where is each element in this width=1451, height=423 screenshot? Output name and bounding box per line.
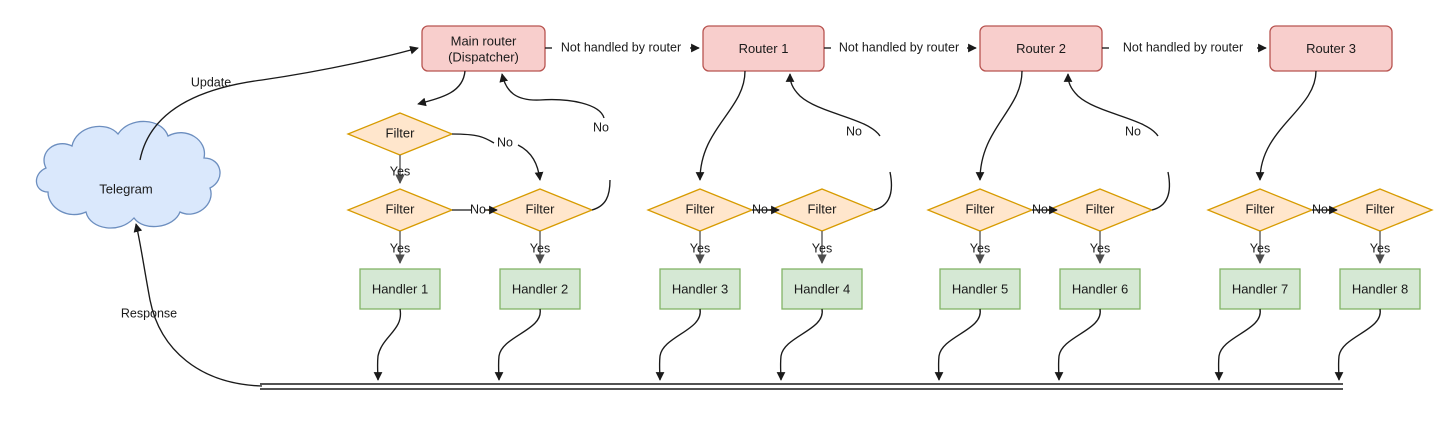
handler-8-box — [1339, 268, 1421, 310]
edge-label-yes-4: Yes — [690, 241, 710, 255]
handler-7-node[interactable]: Handler 7 — [1219, 268, 1301, 310]
edge-label-not-handled-3: Not handled by router — [1123, 40, 1243, 54]
filter-3-label: Filter — [526, 201, 556, 216]
edge-filter-3-no-b — [499, 73, 605, 119]
handler-4-node[interactable]: Handler 4 — [781, 268, 863, 310]
filter-8-label: Filter — [1246, 201, 1276, 216]
edge-handler-1-to-bus — [373, 308, 402, 381]
handler-8-node[interactable]: Handler 8 — [1339, 268, 1421, 310]
handler-6-node[interactable]: Handler 6 — [1059, 268, 1141, 310]
handler-1-node[interactable]: Handler 1 — [359, 268, 441, 310]
handler-1-box — [359, 268, 441, 310]
edge-filter-7-no-a — [1151, 171, 1171, 211]
router-3-label: Router 3 — [1306, 41, 1356, 56]
edge-label-response: Response — [121, 306, 177, 320]
handler-3-node[interactable]: Handler 3 — [659, 268, 741, 310]
filter-5-label: Filter — [808, 201, 838, 216]
edge-router-2-to-filter-6 — [975, 70, 1023, 181]
edge-router-1-to-filter-4 — [695, 70, 746, 181]
filter-4-label: Filter — [686, 201, 716, 216]
edge-handler-2-to-bus — [494, 308, 541, 381]
handler-6-box — [1059, 268, 1141, 310]
response-bus — [260, 383, 1343, 390]
filter-5-node[interactable]: Filter — [768, 188, 876, 232]
edge-handler-5-to-bus — [934, 308, 981, 381]
edge-label-yes-3: Yes — [530, 241, 550, 255]
filter-1-node[interactable]: Filter — [346, 112, 454, 156]
handler-5-node[interactable]: Handler 5 — [939, 268, 1021, 310]
router-3-node[interactable]: Router 3 — [1269, 25, 1393, 72]
handler-2-node[interactable]: Handler 2 — [499, 268, 581, 310]
main-router-label-line2: (Dispatcher) — [448, 49, 519, 64]
edge-label-yes-5: Yes — [812, 241, 832, 255]
edge-handler-7-to-bus — [1214, 308, 1261, 381]
edge-label-yes-1: Yes — [390, 164, 410, 178]
filter-9-label: Filter — [1366, 201, 1396, 216]
main-router-label-line1: Main router — [451, 33, 517, 48]
filter-9-node[interactable]: Filter — [1326, 188, 1434, 232]
router-2-node[interactable]: Router 2 — [979, 25, 1103, 72]
handler-7-box — [1219, 268, 1301, 310]
edge-filter-1-no-b — [517, 144, 544, 181]
edge-label-yes-8: Yes — [1250, 241, 1270, 255]
cloud-shape — [35, 120, 221, 229]
edge-label-update: Update — [191, 75, 231, 89]
edge-handler-4-to-bus — [776, 308, 823, 381]
edge-filter-1-no-a — [451, 133, 495, 144]
edge-label-no-a1: No — [497, 135, 513, 149]
telegram-cloud[interactable]: Telegram — [35, 120, 221, 229]
filter-7-label: Filter — [1086, 201, 1116, 216]
filter-2-label: Filter — [386, 201, 416, 216]
filter-8-node[interactable]: Filter — [1206, 188, 1314, 232]
main-router-node[interactable]: Main router (Dispatcher) — [421, 25, 546, 72]
router-1-label: Router 1 — [739, 41, 789, 56]
filter-3-node[interactable]: Filter — [486, 188, 594, 232]
filter-2-node[interactable]: Filter — [346, 188, 454, 232]
handler-3-box — [659, 268, 741, 310]
filter-4-node[interactable]: Filter — [646, 188, 754, 232]
edge-router-3-to-filter-8 — [1255, 70, 1317, 181]
edge-label-no-c1: No — [1032, 202, 1048, 216]
edge-handler-8-to-bus — [1334, 308, 1381, 381]
telegram-label: Telegram — [99, 181, 152, 196]
handler-1-label: Handler 1 — [372, 281, 428, 296]
handler-5-label: Handler 5 — [952, 281, 1008, 296]
handler-4-label: Handler 4 — [794, 281, 850, 296]
edge-mainrouter-to-filter-1 — [417, 70, 466, 107]
filter-1-label: Filter — [386, 125, 416, 140]
handler-7-label: Handler 7 — [1232, 281, 1288, 296]
edge-filter-3-no-a — [591, 179, 611, 211]
handler-3-label: Handler 3 — [672, 281, 728, 296]
edge-response — [133, 223, 263, 387]
edge-label-no-c3: No — [1312, 202, 1328, 216]
edge-label-yes-6: Yes — [970, 241, 990, 255]
edge-label-no-b1: No — [752, 202, 768, 216]
router-2-label: Router 2 — [1016, 41, 1066, 56]
router-3-box — [1269, 25, 1393, 72]
edge-label-no-a2: No — [470, 202, 486, 216]
filter-6-node[interactable]: Filter — [926, 188, 1034, 232]
edge-label-no-c2: No — [1125, 124, 1141, 138]
filter-6-label: Filter — [966, 201, 996, 216]
edge-label-no-b2: No — [846, 124, 862, 138]
edge-label-yes-9: Yes — [1370, 241, 1390, 255]
edge-label-yes-7: Yes — [1090, 241, 1110, 255]
edge-label-not-handled-1: Not handled by router — [561, 40, 681, 54]
edge-label-not-handled-2: Not handled by router — [839, 40, 959, 54]
handler-2-label: Handler 2 — [512, 281, 568, 296]
edge-label-no-a3: No — [593, 120, 609, 134]
handler-4-box — [781, 268, 863, 310]
handler-8-label: Handler 8 — [1352, 281, 1408, 296]
handler-6-label: Handler 6 — [1072, 281, 1128, 296]
edge-label-yes-2: Yes — [390, 241, 410, 255]
edge-filter-5-no-a — [873, 171, 893, 211]
filter-7-node[interactable]: Filter — [1046, 188, 1154, 232]
router-1-node[interactable]: Router 1 — [702, 25, 825, 72]
edge-filter-5-no-b — [785, 73, 881, 137]
edge-update — [139, 45, 419, 161]
edge-handler-6-to-bus — [1054, 308, 1101, 381]
edge-handler-3-to-bus — [655, 308, 701, 381]
edge-filter-7-no-b — [1063, 73, 1159, 137]
